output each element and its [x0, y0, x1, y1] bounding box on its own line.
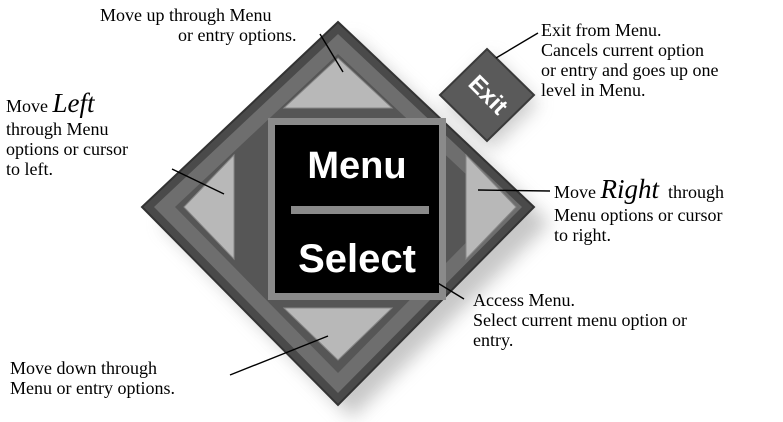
leader-down: [229, 335, 329, 376]
annotation-right: Move Right through Menu options or curso…: [554, 174, 724, 246]
exit-button[interactable]: Exit: [438, 47, 536, 143]
menu-key-label: Menu: [307, 145, 406, 187]
up-arrow-button[interactable]: [282, 57, 394, 109]
leader-up: [319, 33, 344, 73]
leader-left: [171, 168, 225, 195]
left-arrow-button[interactable]: [183, 153, 235, 261]
annotation-exit: Exit from Menu. Cancels current option o…: [541, 20, 719, 100]
center-divider: [291, 206, 429, 214]
up-arrow-icon: [282, 57, 394, 109]
annotation-select: Access Menu. Select current menu option …: [473, 290, 687, 350]
exit-key: [438, 47, 536, 143]
annotation-up: Move up through Menu or entry options.: [100, 5, 297, 45]
down-arrow-icon: [282, 307, 394, 361]
leader-select: [417, 270, 465, 300]
down-arrow-button[interactable]: [282, 307, 394, 361]
leader-exit: [495, 32, 539, 59]
leader-right: [477, 189, 551, 192]
left-arrow-icon: [183, 153, 235, 261]
annotation-down: Move down through Menu or entry options.: [10, 358, 175, 398]
right-arrow-icon: [465, 153, 517, 261]
annotation-left: Move Left through Menu options or cursor…: [6, 88, 128, 180]
menu-select-button[interactable]: Menu Select: [268, 118, 446, 300]
select-key-label: Select: [298, 237, 416, 281]
leader-lines: [171, 32, 551, 376]
right-arrow-button[interactable]: [465, 153, 517, 261]
